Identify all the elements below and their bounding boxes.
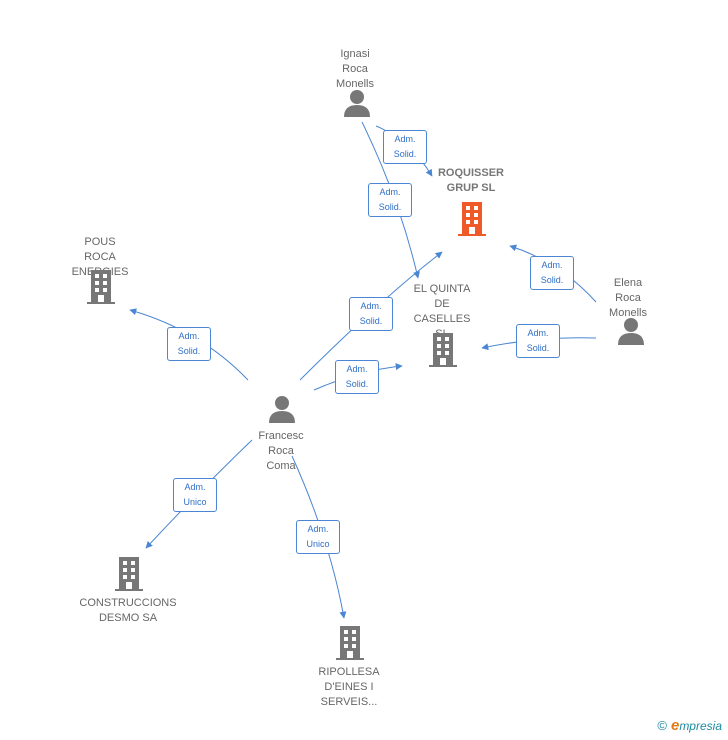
empresia-logo[interactable]: © empresia: [657, 717, 722, 734]
edge-badge-francesc-roquisser[interactable]: Adm. Solid.: [349, 297, 393, 331]
edge-badge-francesc-ripollesa[interactable]: Adm. Unico: [296, 520, 340, 554]
edge-badge-elena-roquisser[interactable]: Adm. Solid.: [530, 256, 574, 290]
person-icon: [269, 396, 295, 423]
edge-badge-francesc-pous[interactable]: Adm. Solid.: [167, 327, 211, 361]
building-icon: [87, 270, 115, 304]
node-label: RIPOLLESA D'EINES I SERVEIS...: [318, 666, 380, 708]
node-label: Ignasi Roca Monells: [336, 48, 374, 90]
node-label: ROQUISSER GRUP SL: [437, 167, 505, 194]
brand-name: empresia: [670, 717, 722, 734]
node-label: Francesc Roca Coma: [258, 430, 304, 472]
node-label: EL QUINTA DE CASELLES SL: [413, 283, 471, 340]
copyright-symbol: ©: [657, 718, 667, 733]
edge-badge-ignasi-roquisser[interactable]: Adm. Solid.: [383, 130, 427, 164]
building-icon: [115, 557, 143, 591]
building-icon: [458, 202, 486, 236]
edge-badge-francesc-construccions[interactable]: Adm. Unico: [173, 478, 217, 512]
edge-badge-francesc-quinta[interactable]: Adm. Solid.: [335, 360, 379, 394]
person-icon: [344, 90, 370, 117]
edge-badge-ignasi-quinta[interactable]: Adm. Solid.: [368, 183, 412, 217]
building-icon: [429, 333, 457, 367]
person-icon: [618, 318, 644, 345]
node-label: CONSTRUCCIONS DESMO SA: [79, 597, 177, 624]
node-label: Elena Roca Monells: [609, 277, 647, 319]
building-icon: [336, 626, 364, 660]
edge-badge-elena-quinta[interactable]: Adm. Solid.: [516, 324, 560, 358]
